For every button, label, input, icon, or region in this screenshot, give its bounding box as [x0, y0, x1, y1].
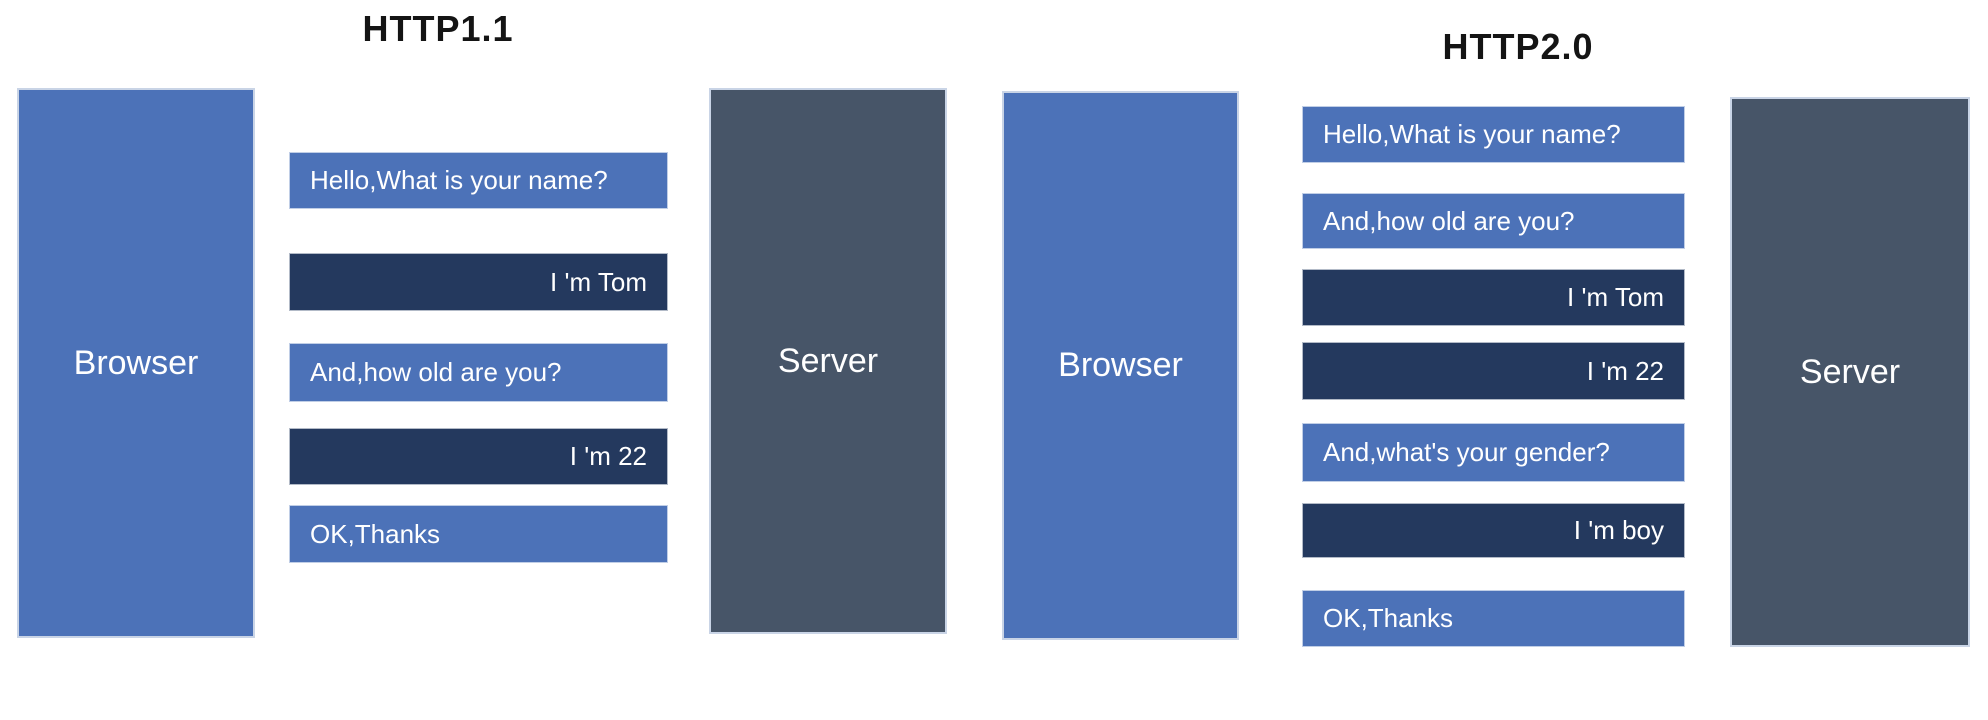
http20-server-label: Server [1799, 352, 1901, 391]
http20-message-response-3: I 'm boy [1302, 503, 1685, 558]
http11-message-response-1: I 'm Tom [289, 253, 668, 311]
http11-panel-title: HTTP1.1 [362, 8, 514, 49]
http11-message-request-1: Hello,What is your name? [289, 152, 668, 209]
http11-browser-label: Browser [73, 343, 199, 382]
http11-server-label: Server [777, 341, 879, 380]
http20-server-box: Server [1730, 97, 1970, 647]
http20-message-response-2: I 'm 22 [1302, 342, 1685, 400]
http20-message-request-4: OK,Thanks [1302, 590, 1685, 647]
http20-panel-title: HTTP2.0 [1442, 26, 1594, 67]
http20-message-request-2: And,how old are you? [1302, 193, 1685, 249]
http11-browser-box: Browser [17, 88, 255, 638]
http20-browser-label: Browser [1058, 346, 1183, 384]
http11-message-request-2: And,how old are you? [289, 343, 668, 402]
http11-server-box: Server [709, 88, 947, 634]
http20-message-response-1: I 'm Tom [1302, 269, 1685, 326]
http20-browser-box: Browser [1002, 91, 1239, 640]
http20-message-request-3: And,what's your gender? [1302, 423, 1685, 482]
http11-message-request-3: OK,Thanks [289, 505, 668, 563]
http11-message-response-2: I 'm 22 [289, 428, 668, 485]
http20-message-request-1: Hello,What is your name? [1302, 106, 1685, 163]
